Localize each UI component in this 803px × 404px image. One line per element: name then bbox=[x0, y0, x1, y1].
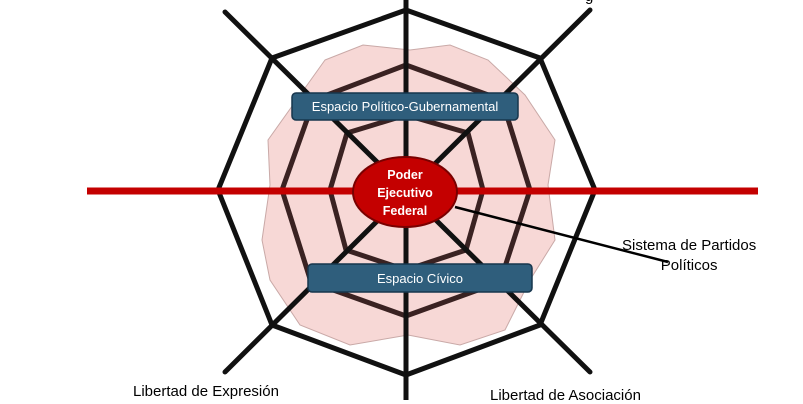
party-system-line1: Sistema de Partidos bbox=[622, 237, 757, 254]
gov-space-label: Espacio Político-Gubernamental bbox=[311, 99, 499, 114]
executive-power-label: Poder Ejecutivo Federal bbox=[355, 166, 455, 220]
parties-connector-line bbox=[454, 205, 669, 264]
center-ellipse bbox=[352, 156, 458, 228]
civic-space-box bbox=[307, 263, 533, 293]
executive-power-line2: Ejecutivo bbox=[377, 186, 433, 200]
executive-power-line1: Poder bbox=[387, 168, 423, 182]
outer-web-ring bbox=[215, 7, 598, 378]
freedom-of-expression-label: Libertad de Expresión bbox=[133, 383, 279, 400]
top-right-partial-label: g bbox=[585, 0, 593, 5]
party-system-label: Sistema de Partidos Políticos bbox=[622, 236, 756, 276]
gov-space-box bbox=[291, 92, 519, 121]
freedom-of-association-label: Libertad de Asociación bbox=[490, 387, 641, 404]
civic-space-label: Espacio Cívico bbox=[377, 270, 463, 286]
party-system-line2: Políticos bbox=[660, 257, 718, 274]
executive-power-line3: Federal bbox=[382, 204, 428, 218]
